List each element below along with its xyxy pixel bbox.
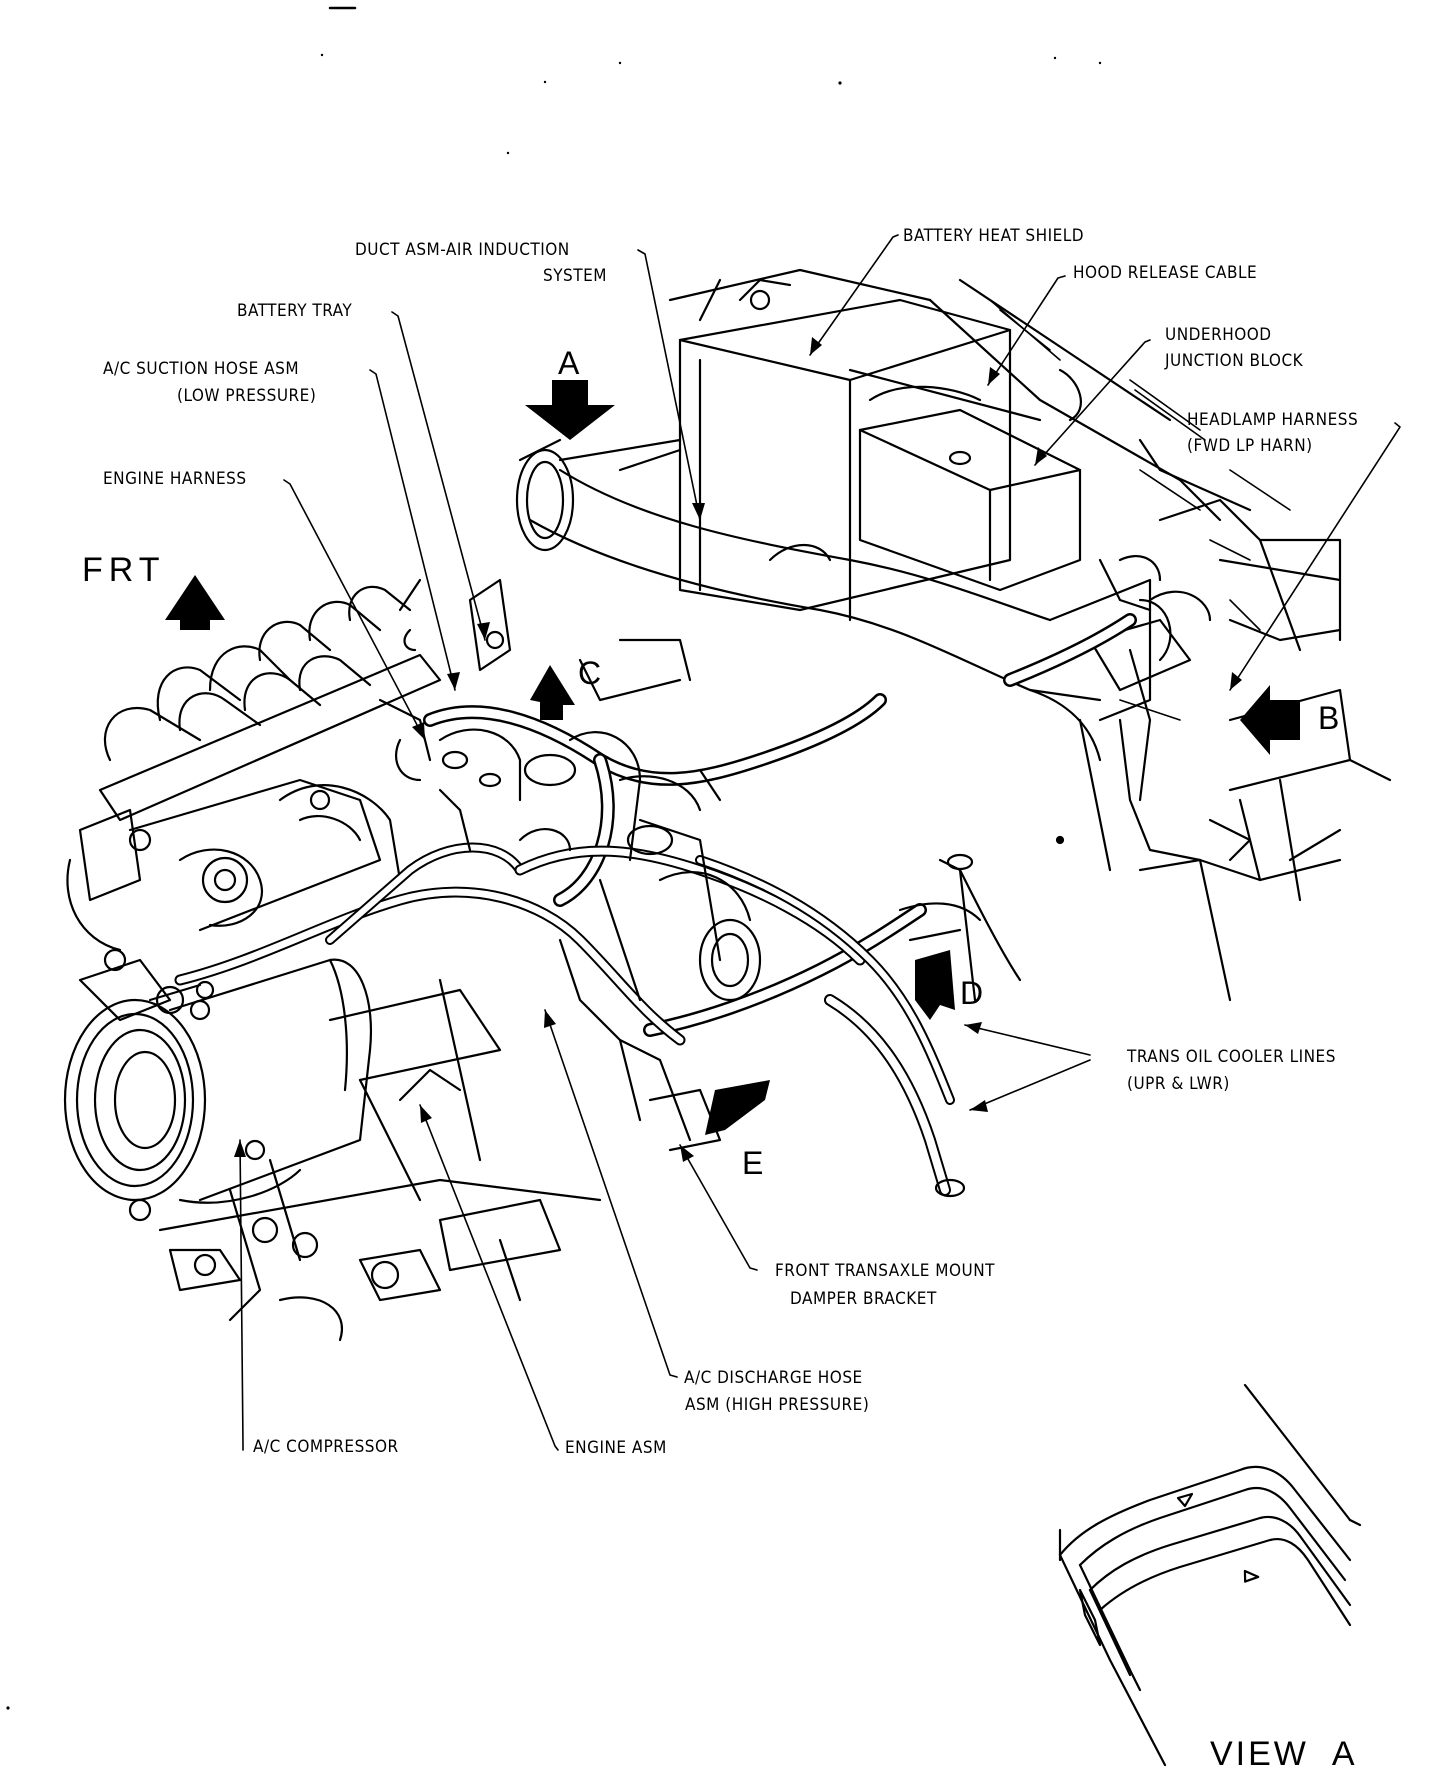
label-duct-asm-line2: SYSTEM (543, 266, 607, 286)
view-letter-d: D (960, 975, 984, 1011)
label-ac-suction-hose-line2: (LOW PRESSURE) (177, 386, 317, 406)
label-front-transaxle-mount-line2: DAMPER BRACKET (790, 1289, 937, 1309)
label-ac-compressor: A/C COMPRESSOR (253, 1437, 399, 1457)
ac-compressor-body (63, 958, 372, 1222)
underhood-junction-block (848, 368, 1082, 592)
ac-suction-hose-pipe (514, 845, 866, 966)
view-arrow-e (705, 1080, 770, 1135)
battery-box (558, 298, 1012, 682)
label-underhood-junction: UNDERHOOD (1165, 325, 1272, 345)
engine-harness-bundle (423, 613, 1137, 1037)
air-induction-duct (515, 438, 1172, 722)
stray-dots (6, 53, 1102, 1710)
label-engine-harness: ENGINE HARNESS (103, 469, 247, 489)
center-engine-parts (378, 698, 762, 1152)
label-ac-discharge-hose: A/C DISCHARGE HOSE (684, 1368, 863, 1388)
label-headlamp-harness-line2: (FWD LP HARN) (1187, 436, 1313, 456)
label-trans-oil-cooler: TRANS OIL COOLER LINES (1127, 1047, 1336, 1067)
battery-tray-bracket (398, 578, 682, 702)
label-ac-discharge-hose-line2: ASM (HIGH PRESSURE) (685, 1395, 870, 1415)
view-arrow-c (530, 665, 575, 720)
ac-discharge-hose-pipe (174, 842, 686, 1046)
engine-block-front (78, 778, 402, 1022)
label-ac-suction-hose: A/C SUCTION HOSE ASM (103, 359, 300, 379)
view-letter-a: A (558, 345, 580, 381)
view-arrow-a (525, 380, 615, 440)
engine-lower-structure (158, 978, 602, 1342)
view-letter-c: C (578, 655, 602, 691)
view-a-inset-drawing (1058, 1383, 1362, 1767)
view-letter-b: B (1318, 700, 1340, 736)
leader-arrowheads (234, 337, 1242, 1162)
trans-oil-cooler-pipes (695, 853, 1022, 1198)
intake-manifold-runners (66, 585, 442, 952)
front-marker-text: FRT (82, 551, 166, 589)
radiator-support-right (668, 268, 1392, 1002)
view-letter-e: E (742, 1145, 764, 1181)
label-battery-heat-shield: BATTERY HEAT SHIELD (903, 226, 1085, 246)
label-duct-asm: DUCT ASM-AIR INDUCTION (355, 240, 570, 260)
label-front-transaxle-mount: FRONT TRANSAXLE MOUNT (775, 1261, 995, 1281)
inset-caption: VIEW A (1210, 1735, 1358, 1773)
label-engine-asm: ENGINE ASM (565, 1438, 667, 1458)
front-arrow (165, 575, 225, 630)
hatch-lines (989, 299, 1291, 721)
label-trans-oil-cooler-line2: (UPR & LWR) (1127, 1074, 1230, 1094)
view-arrow-d (915, 950, 955, 1020)
leader-lines (239, 234, 1401, 1451)
label-hood-release-cable: HOOD RELEASE CABLE (1073, 263, 1258, 283)
label-battery-tray: BATTERY TRAY (237, 301, 353, 321)
view-arrow-b (1240, 685, 1300, 755)
label-underhood-junction-line2: JUNCTION BLOCK (1165, 351, 1304, 371)
label-headlamp-harness: HEADLAMP HARNESS (1187, 410, 1359, 430)
